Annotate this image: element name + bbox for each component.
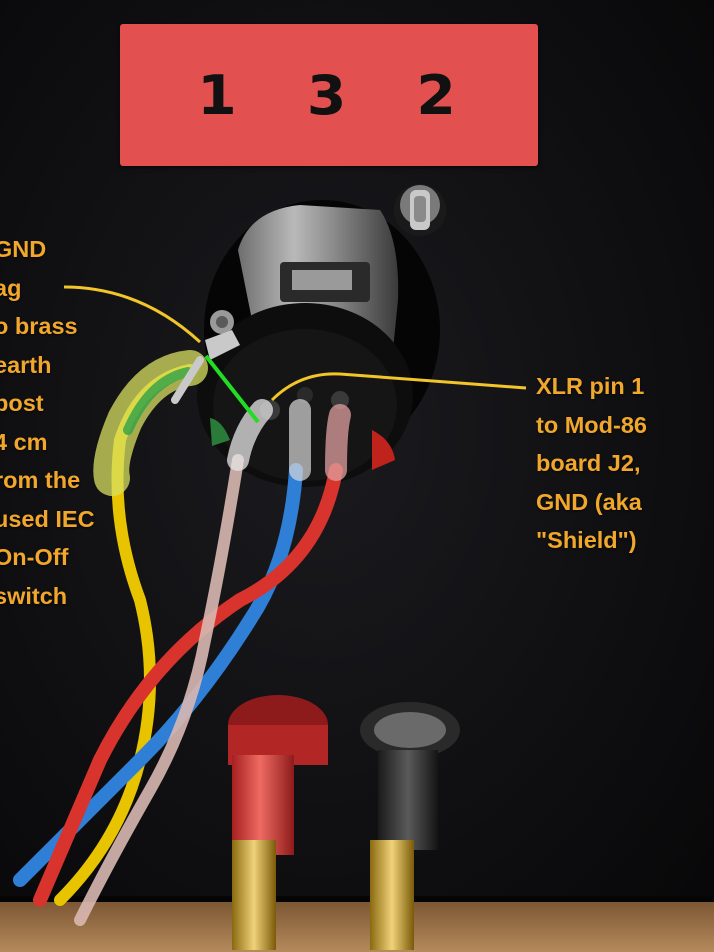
ground-path-line xyxy=(204,354,260,424)
mounting-screw xyxy=(394,184,446,236)
left-callout-line xyxy=(63,285,202,344)
wood-surface xyxy=(0,900,714,952)
ground-lug xyxy=(205,310,240,360)
black-binding-post xyxy=(360,702,460,950)
ground-lug-callout: GND ag o brass earth post 4 cm rom the u… xyxy=(0,236,95,609)
twisted-wire-bundle xyxy=(13,399,351,926)
earth-wire xyxy=(54,350,208,906)
label-number: 1 3 2 xyxy=(197,63,481,127)
right-callout-line xyxy=(270,372,527,402)
red-binding-post xyxy=(228,695,328,950)
red-label-plate: 1 3 2 xyxy=(120,24,538,166)
xlr-pin-callout: XLR pin 1 to Mod-86 board J2, GND (aka "… xyxy=(536,373,647,553)
